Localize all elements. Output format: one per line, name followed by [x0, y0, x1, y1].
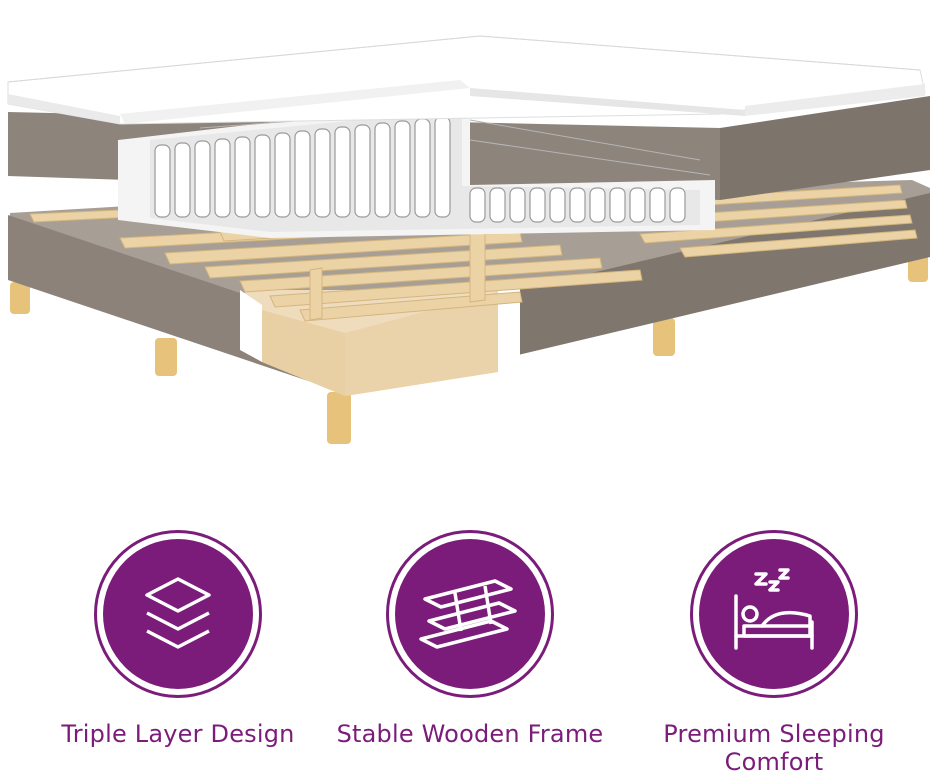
features-row: Triple Layer Design Stable Wooden Frame	[0, 520, 941, 776]
mattress	[8, 96, 930, 238]
feature-sleeping-comfort: Premium Sleeping Comfort	[624, 520, 924, 776]
feature-badge	[386, 530, 554, 698]
wooden-slats-icon	[419, 579, 517, 649]
mattress-topper	[7, 35, 926, 125]
feature-triple-layer: Triple Layer Design	[28, 520, 328, 760]
feature-label: Stable Wooden Frame	[336, 720, 604, 748]
feature-badge	[690, 530, 858, 698]
feature-label: Premium Sleeping Comfort	[663, 720, 885, 776]
feature-label: Triple Layer Design	[61, 720, 295, 748]
sleeping-person-icon	[734, 568, 814, 650]
layers-icon	[145, 577, 211, 649]
bed-illustration	[7, 35, 930, 444]
bed-legs	[10, 246, 928, 444]
feature-badge	[94, 530, 262, 698]
feature-wooden-frame: Stable Wooden Frame	[320, 520, 620, 760]
